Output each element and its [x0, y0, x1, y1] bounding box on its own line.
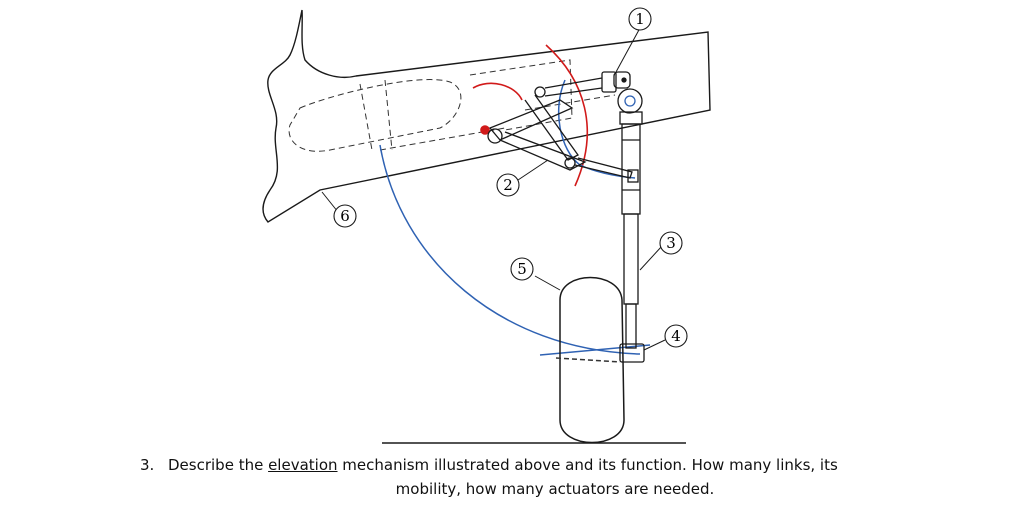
wheel	[555, 276, 625, 444]
question-underlined-term: elevation	[268, 456, 338, 474]
shock-strut	[617, 88, 645, 363]
label-3: 3	[659, 231, 683, 255]
label-1: 1	[628, 7, 652, 31]
leader-lines	[321, 27, 666, 351]
label-3-text: 3	[666, 234, 676, 252]
question-line-2: mobility, how many actuators are needed.	[395, 480, 715, 498]
question-text: 3. Describe the elevation mechanism illus…	[140, 453, 940, 501]
blue-trajectory	[379, 79, 651, 356]
label-4: 4	[664, 324, 688, 348]
label-5-text: 5	[517, 260, 527, 278]
label-2-text: 2	[503, 176, 513, 194]
label-5: 5	[510, 257, 534, 281]
label-1-text: 1	[635, 10, 645, 28]
label-2: 2	[496, 173, 520, 197]
question-part-after: mechanism illustrated above and its func…	[337, 456, 838, 474]
label-4-text: 4	[671, 327, 681, 345]
label-6-text: 6	[340, 207, 350, 225]
retraction-linkage	[487, 86, 639, 183]
wing-structure	[262, 9, 711, 223]
actuator	[544, 71, 631, 97]
label-6: 6	[333, 204, 357, 228]
question-number: 3.	[140, 456, 155, 474]
question-part-before: Describe the	[168, 456, 269, 474]
